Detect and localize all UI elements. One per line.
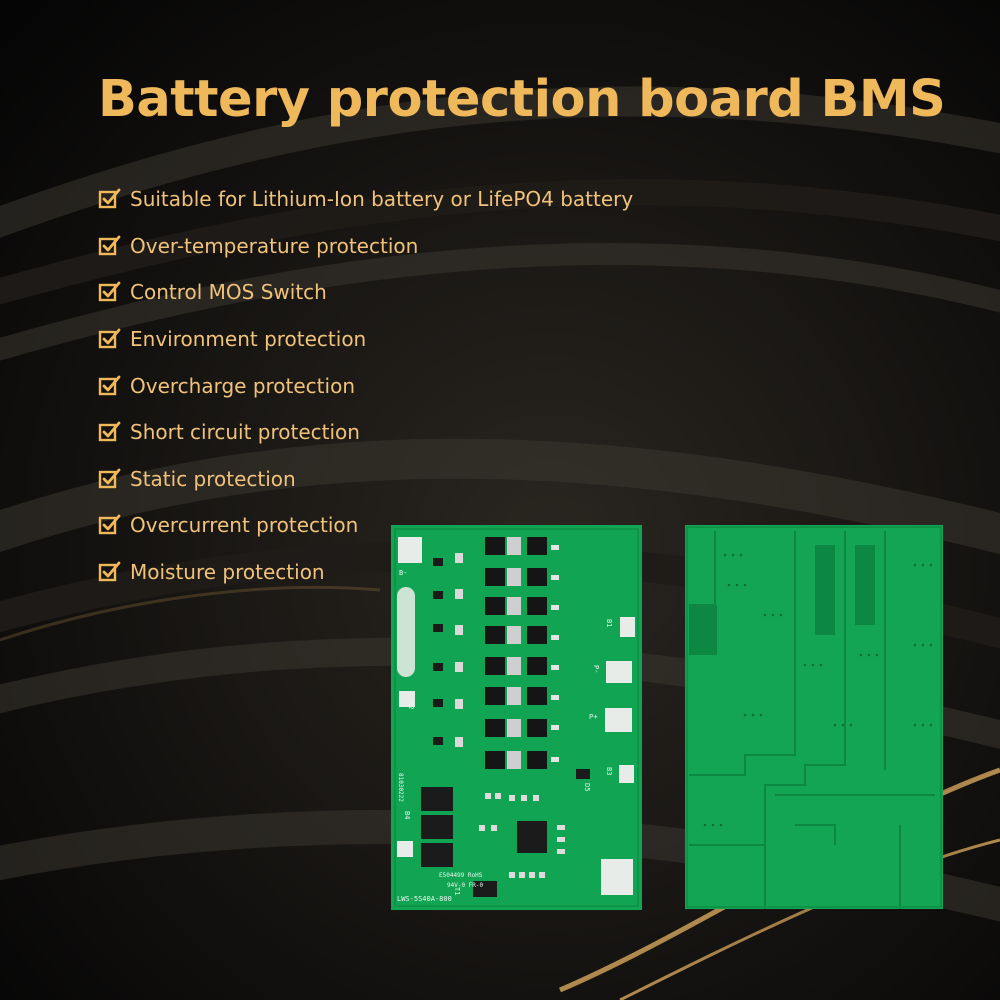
label-serial: E504499 RoHS	[439, 872, 483, 879]
pad-b4	[397, 841, 413, 857]
label-b3: B3	[605, 767, 613, 775]
feature-item: Over-temperature protection	[98, 223, 633, 270]
feature-item: Suitable for Lithium-Ion battery or Life…	[98, 176, 633, 223]
feature-item: Moisture protection	[98, 549, 633, 596]
checkbox-check-icon	[98, 515, 121, 535]
feature-text: Overcharge protection	[130, 373, 355, 398]
checkbox-check-icon	[98, 282, 121, 302]
label-date: 81030222	[397, 773, 404, 802]
feature-item: Static protection	[98, 456, 633, 503]
checkbox-check-icon	[98, 468, 121, 489]
pad-p-minus	[606, 661, 632, 683]
feature-text: Environment protection	[130, 327, 367, 352]
label-b1: B1	[605, 619, 613, 627]
label-p-plus: P+	[589, 713, 597, 721]
pad-p-plus	[605, 708, 632, 732]
label-rating: 94V-0 FR-0	[447, 882, 484, 889]
pad-b3	[619, 765, 634, 783]
label-t1: T1	[453, 887, 461, 895]
feature-item: Environment protection	[98, 316, 633, 363]
checkbox-check-icon	[98, 375, 121, 395]
feature-item: Overcharge protection	[98, 362, 633, 409]
checkbox-check-icon	[98, 188, 121, 209]
page-title: Battery protection board BMS	[98, 70, 946, 129]
checkbox-check-icon	[98, 328, 121, 349]
feature-item: Control MOS Switch	[98, 269, 633, 316]
feature-text: Control MOS Switch	[130, 280, 327, 305]
feature-item: Overcurrent protection	[98, 502, 633, 549]
label-p-minus: P-	[592, 665, 600, 673]
feature-text: Static protection	[130, 466, 296, 491]
bms-board-front: B- B2 B4 B1 P- P+ B3 D5 T1 81030222 E504…	[391, 525, 642, 910]
feature-text: Moisture protection	[130, 560, 325, 585]
pad-b1	[620, 617, 635, 637]
feature-text: Suitable for Lithium-Ion battery or Life…	[130, 187, 634, 212]
label-model: LWS-5S40A-800	[397, 895, 452, 903]
checkbox-check-icon	[98, 235, 121, 256]
label-b-minus: B-	[399, 569, 407, 577]
feature-item: Short circuit protection	[98, 409, 633, 456]
feature-text: Over-temperature protection	[130, 233, 419, 258]
bms-board-back	[685, 525, 943, 909]
feature-text: Overcurrent protection	[130, 513, 359, 538]
pad-large	[601, 859, 633, 895]
checkbox-check-icon	[98, 561, 121, 582]
label-b4: B4	[403, 811, 411, 819]
pad-b-minus	[398, 537, 422, 563]
checkbox-check-icon	[98, 421, 121, 442]
label-b2: B2	[407, 701, 415, 709]
pad-b2	[399, 691, 415, 707]
feature-list: Suitable for Lithium-Ion battery or Life…	[98, 176, 633, 595]
feature-text: Short circuit protection	[130, 420, 360, 445]
label-d5: D5	[583, 783, 591, 791]
